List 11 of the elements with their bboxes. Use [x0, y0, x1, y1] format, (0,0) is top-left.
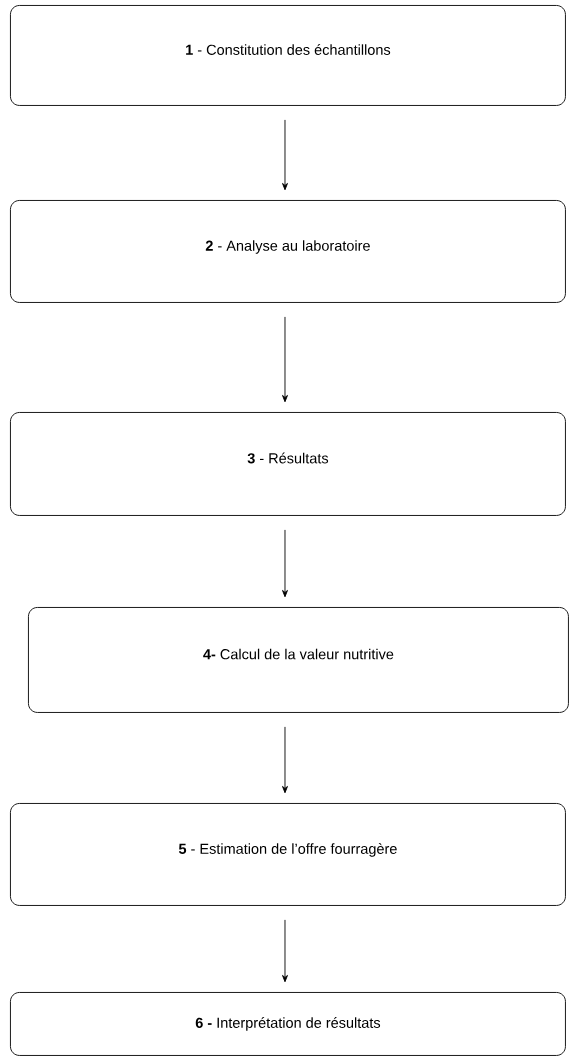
process-box: 2 - Analyse au laboratoire: [10, 200, 566, 303]
process-box: 4- Calcul de la valeur nutritive: [28, 607, 569, 713]
process-box: 6 - Interprétation de résultats: [10, 992, 566, 1056]
arrow: [282, 316, 288, 403]
arrow: [282, 119, 288, 191]
process-box: 1 - Constitution des échantillons: [10, 5, 566, 106]
process-box: 5 - Estimation de l’offre fourragère: [10, 803, 566, 906]
process-box: 3 - Résultats: [10, 412, 566, 516]
arrow: [282, 726, 288, 794]
arrow: [282, 919, 288, 983]
arrow: [282, 529, 288, 598]
